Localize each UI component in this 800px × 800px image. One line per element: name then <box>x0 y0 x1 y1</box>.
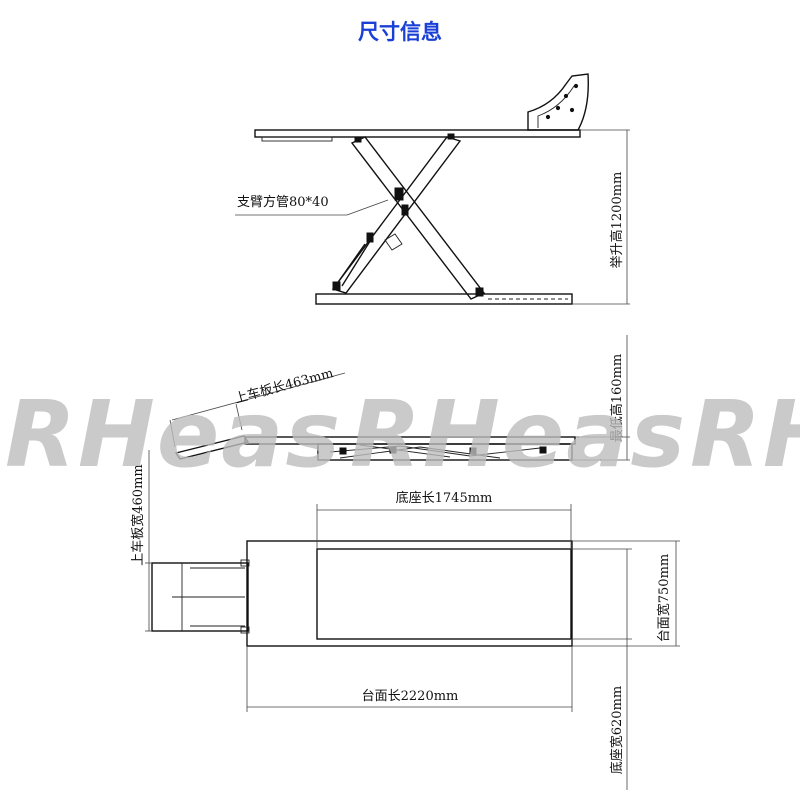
watermark-text-1: RHeas <box>5 381 342 488</box>
arm-tube-label: 支臂方管80*40 <box>237 194 329 210</box>
raised-base <box>315 293 573 305</box>
raised-deck <box>254 129 581 138</box>
lift-height-label: 举升高1200mm <box>609 172 625 269</box>
inclined-ramp <box>174 435 250 460</box>
watermark-text-3: RHeas <box>690 381 800 488</box>
watermark-text-2: RHeas <box>350 381 687 488</box>
watermark: RHeas RHeas RHeas <box>5 381 800 488</box>
base-outline <box>316 548 572 640</box>
deck-length-label: 台面长2220mm <box>362 689 459 704</box>
scissor-arms <box>331 133 486 300</box>
ramp-width-label: 上车板宽460mm <box>130 464 146 565</box>
base-width-label: 底座宽620mm <box>609 686 625 774</box>
raised-lift-view: 支臂方管80*40 举升高1200mm <box>235 73 630 305</box>
lowered-frame <box>317 443 573 461</box>
deck-width-label: 台面宽750mm <box>656 554 672 642</box>
wheel-chock <box>527 73 589 131</box>
base-length-label: 底座长1745mm <box>396 490 493 506</box>
ramp-plate <box>151 562 249 632</box>
page-title: 尺寸信息 <box>358 20 442 44</box>
deck-outline <box>246 540 573 647</box>
min-height-label: 最低高160mm <box>609 354 625 442</box>
ramp-rail <box>261 136 333 142</box>
plan-view: 上车板宽460mm 底座长1745mm 台面宽750mm 台面长2220mm 底… <box>130 450 680 790</box>
